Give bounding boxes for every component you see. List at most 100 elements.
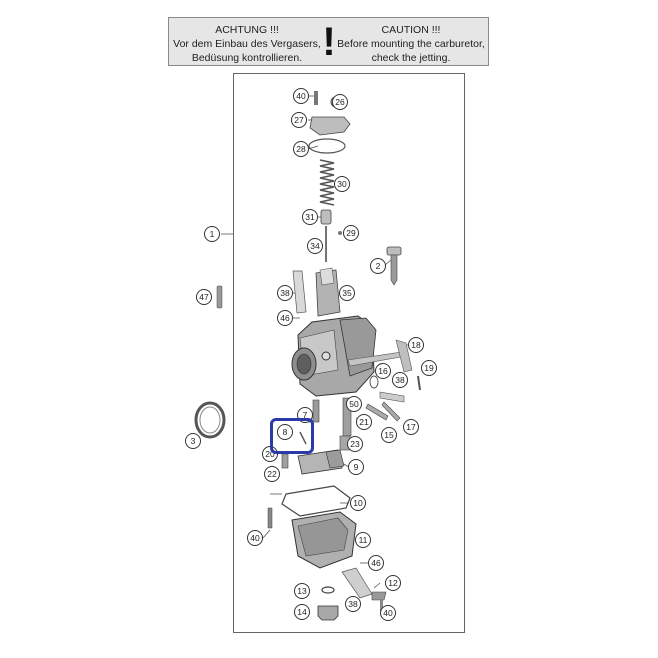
hose-clamp: [194, 401, 226, 439]
callout-label: 1: [210, 229, 215, 239]
callout-label: 46: [371, 558, 381, 568]
caution-label: ACHTUNG !!! Vor dem Einbau des Vergasers…: [168, 17, 489, 66]
callout-label: 40: [250, 533, 260, 543]
vent-hose: [292, 270, 307, 314]
callout-label: 16: [378, 366, 388, 376]
callout-50: 50: [346, 396, 362, 412]
callout-8: 8: [277, 424, 293, 440]
callout-40-left: 40: [247, 530, 263, 546]
screw-17: [381, 401, 401, 422]
warning-german-line1: Vor dem Einbau des Vergasers,: [173, 38, 321, 50]
callout-28: 28: [293, 141, 309, 157]
warning-german-line2: Bedüsung kontrollieren.: [191, 52, 303, 64]
screw-15: [365, 403, 389, 421]
bore-opening: [296, 353, 312, 375]
callout-11: 11: [355, 532, 371, 548]
callout-label: 29: [346, 228, 356, 238]
callout-label: 40: [383, 608, 393, 618]
callout-label: 17: [406, 422, 416, 432]
o-ring-13: [321, 586, 335, 594]
callout-label: 14: [297, 607, 307, 617]
hose-38: [379, 391, 405, 403]
carburetor-assembly-frame: [233, 73, 465, 633]
callout-34: 34: [307, 238, 323, 254]
screw-40-bottom: [380, 600, 383, 612]
callout-label: 19: [424, 363, 434, 373]
exclamation-icon: !: [322, 20, 336, 64]
slide-window: [319, 267, 335, 286]
carburetor-parts: [194, 91, 421, 621]
mixing-chamber-cover: [309, 116, 351, 136]
callout-12: 12: [385, 575, 401, 591]
callout-label: 20: [265, 449, 275, 459]
spring-18: [395, 339, 413, 373]
callout-15: 15: [381, 427, 397, 443]
callout-label: 7: [303, 410, 308, 420]
callout-label: 2: [376, 261, 381, 271]
callout-46-top: 46: [277, 310, 293, 326]
bowl-screw: [267, 507, 273, 529]
callout-label: 11: [359, 535, 368, 545]
callout-27: 27: [291, 112, 307, 128]
overflow-hose: [341, 567, 373, 599]
drain-plug: [317, 605, 339, 621]
callout-46-bottom: 46: [368, 555, 384, 571]
callout-label: 10: [353, 498, 363, 508]
callout-35: 35: [339, 285, 355, 301]
warning-english-line1: Before mounting the carburetor,: [337, 38, 485, 50]
callout-18: 18: [408, 337, 424, 353]
callout-26: 26: [332, 94, 348, 110]
callout-23: 23: [347, 436, 363, 452]
callout-10: 10: [350, 495, 366, 511]
callout-30: 30: [334, 176, 350, 192]
warning-german: ACHTUNG !!! Vor dem Einbau des Vergasers…: [171, 23, 323, 65]
float-pontoon: [325, 449, 345, 469]
jet-8: [299, 431, 307, 445]
callout-29: 29: [343, 225, 359, 241]
callout-38-top: 38: [277, 285, 293, 301]
o-ring-46: [369, 375, 379, 389]
callout-label: 31: [305, 212, 315, 222]
callout-label: 12: [388, 578, 398, 588]
callout-label: 38: [280, 288, 290, 298]
callout-label: 22: [267, 469, 277, 479]
idle-jet-22: [281, 453, 289, 469]
callout-label: 3: [191, 436, 196, 446]
callout-label: 23: [350, 439, 360, 449]
screw-icon: [314, 91, 318, 105]
callout-label: 34: [310, 241, 320, 251]
adjuster-knob: [386, 246, 402, 256]
callout-label: 35: [342, 288, 352, 298]
callout-3: 3: [185, 433, 201, 449]
callout-label: 9: [354, 462, 359, 472]
callout-label: 46: [280, 313, 290, 323]
bowl-interior: [297, 517, 349, 557]
callout-label: 30: [337, 179, 347, 189]
warning-english-title: CAUTION !!!: [381, 24, 441, 36]
callout-47: 47: [196, 289, 212, 305]
callout-label: 28: [296, 144, 306, 154]
callout-38-bottom: 38: [345, 596, 361, 612]
callout-1: 1: [204, 226, 220, 242]
callout-label: 21: [359, 417, 369, 427]
cover-gasket: [308, 138, 346, 154]
highlight-box: [270, 418, 314, 454]
screw-47: [216, 285, 223, 309]
callout-40-bottom: 40: [380, 605, 396, 621]
hose-clamp-inner: [199, 406, 221, 434]
callout-label: 18: [411, 340, 421, 350]
float-bowl-gasket: [281, 485, 351, 517]
callout-38-right: 38: [392, 372, 408, 388]
callout-label: 15: [384, 430, 394, 440]
callout-9: 9: [348, 459, 364, 475]
callout-19: 19: [421, 360, 437, 376]
callout-2: 2: [370, 258, 386, 274]
callout-16: 16: [375, 363, 391, 379]
callout-label: 13: [297, 586, 307, 596]
callout-label: 26: [335, 97, 345, 107]
screw-19: [417, 375, 421, 391]
needle-clip: [338, 231, 342, 235]
callout-label: 27: [294, 115, 304, 125]
callout-22: 22: [264, 466, 280, 482]
